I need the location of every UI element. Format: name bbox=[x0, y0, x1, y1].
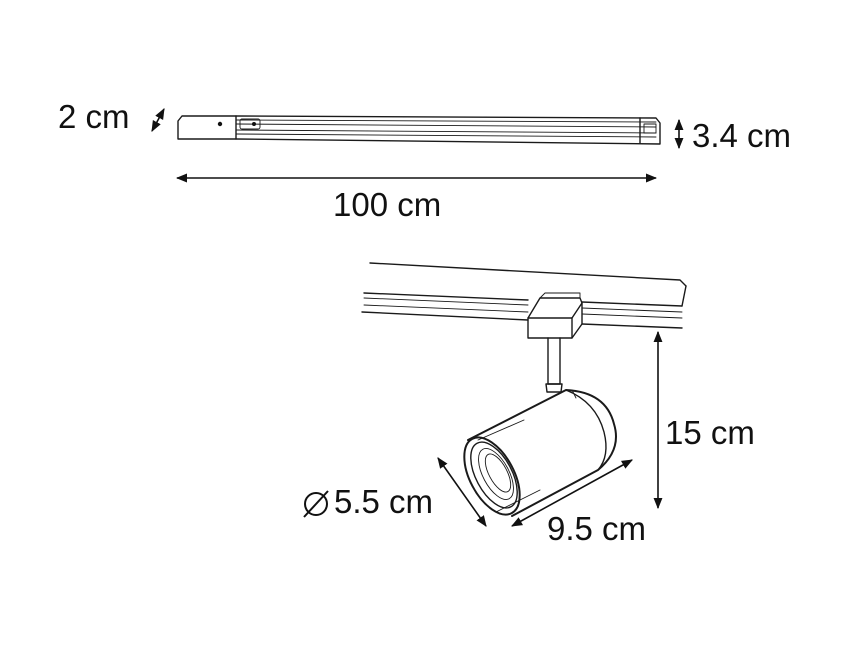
spot-height-label: 15 cm bbox=[665, 414, 755, 451]
rail-height-dimension bbox=[151, 108, 165, 132]
rail-width-label: 3.4 cm bbox=[692, 117, 791, 154]
rail-height-label: 2 cm bbox=[58, 98, 130, 135]
spot-length-label: 9.5 cm bbox=[547, 510, 646, 547]
spot-length-dimension bbox=[511, 459, 633, 527]
diameter-icon bbox=[303, 490, 329, 518]
track-rail-drawing bbox=[177, 115, 661, 145]
spot-diameter-dimension bbox=[437, 457, 487, 527]
spot-diameter-label: 5.5 cm bbox=[334, 483, 433, 520]
rail-length-label: 100 cm bbox=[333, 186, 441, 223]
